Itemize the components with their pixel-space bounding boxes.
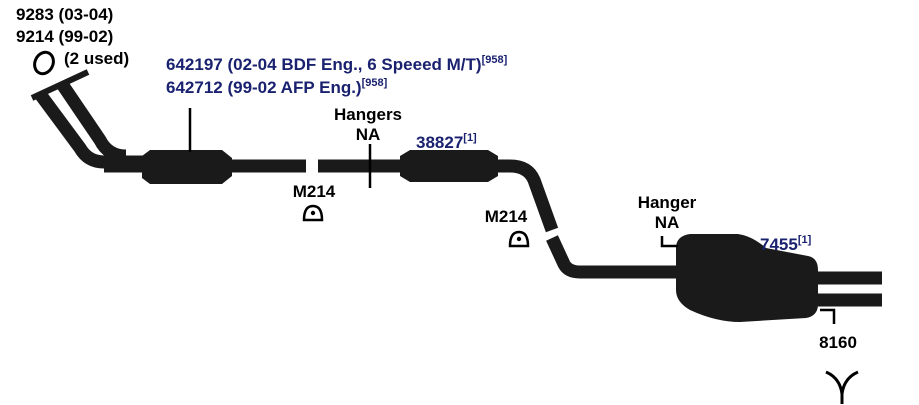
resonator-section	[318, 144, 559, 233]
resonator-part: 38827	[416, 133, 463, 152]
converter-part-1: 642197 (02-04 BDF Eng., 6 Speeed M/T)	[166, 55, 482, 74]
resonator-label: 38827[1]	[416, 132, 477, 152]
converter-part-2: 642712 (99-02 AFP Eng.)	[166, 78, 362, 97]
gasket-icon	[33, 50, 55, 76]
clamp-icon-2	[508, 230, 530, 248]
rear-pipe	[546, 235, 682, 279]
rear-hanger-icon	[825, 370, 859, 404]
front-downpipes	[34, 80, 150, 169]
muffler	[660, 234, 882, 324]
converter-ref-2: [958]	[362, 77, 388, 89]
resonator-ref: [1]	[463, 132, 477, 144]
converter-ref-1: [958]	[482, 54, 508, 66]
muffler-label: 7455[1]	[760, 234, 812, 254]
hangers-label-2: NA	[356, 125, 381, 144]
hangers-label-1: Hangers	[334, 105, 402, 124]
hanger-label-1: Hanger	[638, 193, 697, 212]
clamp-icon-1	[302, 204, 324, 222]
muffler-part: 7455	[760, 235, 798, 254]
clamp-label-2: M214	[485, 207, 528, 226]
clamp-label-1: M214	[293, 182, 336, 201]
gasket-label-1: 9283 (03-04)	[16, 5, 113, 24]
rear-hanger-label: 8160	[819, 333, 857, 352]
converter-label-1: 642197 (02-04 BDF Eng., 6 Speeed M/T)[95…	[166, 54, 508, 74]
catalytic-converter	[104, 108, 306, 184]
muffler-ref: [1]	[798, 234, 812, 246]
gasket-label-3: (2 used)	[64, 49, 129, 68]
gasket-label-2: 9214 (99-02)	[16, 27, 113, 46]
converter-label-2: 642712 (99-02 AFP Eng.)[958]	[166, 77, 388, 97]
hanger-label-2: NA	[655, 213, 680, 232]
